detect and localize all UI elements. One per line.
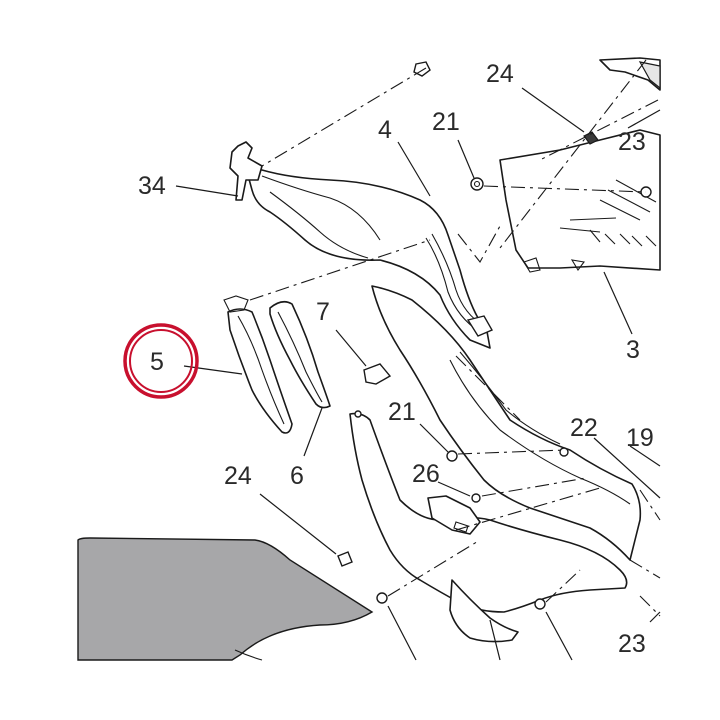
leader-23-lower (649, 611, 661, 623)
callout-3: 3 (626, 336, 640, 364)
leader-19 (629, 445, 661, 467)
mount-bracket-slot (453, 521, 469, 533)
panel-part-3-tab-right (570, 259, 585, 271)
leader-22 (593, 437, 661, 499)
bracket-part-34 (229, 141, 263, 201)
nut-21-upper-hole (473, 180, 481, 188)
assembly-line-15 (639, 595, 661, 617)
rivet-fairing-side (354, 410, 362, 418)
upper-fairing-inner-rib (261, 175, 381, 241)
leader-7 (335, 329, 367, 367)
leader-34 (175, 185, 239, 197)
leader-24-upper (521, 87, 585, 133)
assembly-line-11 (387, 539, 481, 597)
screw-left-lower (376, 592, 388, 604)
side-panel-part-6-inner (277, 311, 323, 403)
callout-19: 19 (626, 424, 654, 452)
lower-fairing-crease-2 (459, 351, 561, 445)
leader-lower-mid (489, 619, 501, 661)
leader-21-upper (457, 139, 475, 179)
callout-26: 26 (412, 460, 440, 488)
panel-part-3-hatch (559, 179, 657, 233)
callout-34: 34 (138, 172, 166, 200)
leader-3 (603, 271, 633, 335)
screw-22 (559, 447, 569, 457)
lower-fairing (349, 412, 628, 613)
leader-21-lower (419, 423, 449, 453)
upper-right-piece-shade (638, 61, 661, 90)
assembly-line-6 (457, 225, 501, 263)
screw-right-lower (534, 598, 546, 610)
leader-lower-left (387, 605, 417, 661)
leader-26 (437, 481, 471, 497)
upper-fairing-inner-rib-2 (269, 191, 369, 259)
nut-24-lower (337, 551, 353, 567)
assembly-line-14 (629, 559, 661, 579)
callout-23-upper: 23 (618, 128, 646, 156)
callout-21-lower: 21 (388, 398, 416, 426)
assembly-line-12 (545, 569, 581, 603)
leader-4 (397, 141, 431, 197)
callout-24-upper: 24 (486, 60, 514, 88)
lower-fairing-upper-body (371, 285, 642, 561)
leader-lower-right (545, 611, 573, 661)
leader-24-lower (259, 493, 337, 555)
callout-22: 22 (570, 414, 598, 442)
highlight-circle-inner (129, 329, 193, 393)
window-panel (77, 537, 374, 661)
leader-6 (303, 407, 323, 457)
callout-4: 4 (378, 116, 392, 144)
nut-21-upper (470, 177, 484, 191)
callout-7: 7 (316, 298, 330, 326)
mount-bracket (427, 495, 481, 535)
assembly-line-7 (455, 355, 521, 421)
side-panel-part-5-clip (223, 295, 249, 313)
assembly-line-5 (249, 239, 431, 301)
assembly-line-8 (457, 449, 567, 455)
screw-26 (471, 493, 481, 503)
assembly-line-4 (539, 99, 659, 161)
upper-fairing-channel (425, 237, 481, 333)
assembly-line-1 (261, 67, 427, 167)
leader-23-upper (627, 109, 661, 129)
callout-24-lower: 24 (224, 462, 252, 490)
callout-5: 5 (150, 348, 164, 376)
assembly-line-10 (455, 487, 601, 531)
clip-part-7 (363, 363, 392, 385)
window-edge-line (234, 649, 263, 661)
lower-fairing-crease (449, 359, 631, 505)
side-panel-part-5-inner (237, 315, 285, 425)
callout-6: 6 (290, 462, 304, 490)
callout-21-upper: 21 (432, 108, 460, 136)
panel-part-3-tab-left (523, 257, 541, 273)
leader-5 (183, 365, 243, 375)
side-panel-part-5 (227, 308, 293, 434)
clip-fairing-top (466, 315, 493, 337)
assembly-line-13 (639, 489, 661, 521)
highlight-circle (123, 323, 199, 399)
callout-23-lower: 23 (618, 630, 646, 658)
chin-spoiler (449, 579, 519, 643)
panel-part-3-vents (589, 229, 657, 247)
assembly-line-9 (481, 477, 587, 497)
assembly-line-3 (483, 185, 647, 193)
assembly-line-2 (499, 59, 647, 249)
screw-21-lower (446, 450, 458, 462)
side-panel-part-6 (269, 300, 331, 409)
